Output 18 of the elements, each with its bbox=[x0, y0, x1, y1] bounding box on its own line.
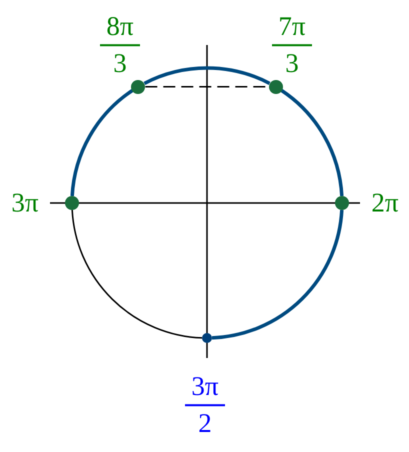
numerator: 3π bbox=[190, 371, 220, 402]
point-marker bbox=[335, 196, 349, 210]
point-marker bbox=[65, 196, 79, 210]
highlighted-arc bbox=[212, 210, 344, 340]
numerator: 8π bbox=[105, 11, 135, 42]
point-marker bbox=[268, 80, 283, 94]
numerator: 7π bbox=[277, 11, 307, 42]
denominator: 3 bbox=[284, 48, 300, 79]
denominator: 3 bbox=[112, 48, 128, 79]
point-marker bbox=[131, 80, 146, 94]
highlighted-arc bbox=[280, 89, 344, 196]
angle-label: 3π bbox=[10, 187, 40, 219]
angle-label: 2π bbox=[370, 187, 400, 219]
highlighted-arc bbox=[70, 89, 134, 196]
denominator: 2 bbox=[197, 408, 213, 439]
circle-arc bbox=[71, 210, 202, 339]
point-marker bbox=[202, 333, 212, 343]
highlighted-arc bbox=[144, 66, 270, 85]
